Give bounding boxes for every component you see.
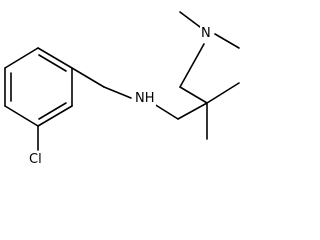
ch2-quaternary-bond (177, 102, 208, 120)
quaternary-ch2-bond (179, 86, 208, 104)
molecule-canvas: N NH Cl (4, 11, 240, 167)
ring-bond-4 (4, 105, 39, 127)
nh-ch2-bond (153, 103, 179, 120)
ring-ch2-bond (71, 67, 105, 88)
ring-double-bond-1 (38, 54, 67, 72)
methyl-bond-right (206, 82, 240, 104)
ring-double-bond-2 (38, 102, 67, 120)
ring-bond-1 (37, 47, 73, 69)
ring-bond-3 (37, 105, 73, 127)
ring-bond-6 (4, 47, 39, 69)
secondary-amine-label: NH (134, 91, 156, 106)
ch2-n-bond (179, 43, 205, 88)
n-methyl-bond-right (214, 33, 240, 49)
bond-drawing (4, 11, 240, 151)
chlorine-label: Cl (28, 152, 43, 167)
ch2-nh-bond (103, 86, 132, 99)
amine-nitrogen-label: N (200, 26, 212, 41)
